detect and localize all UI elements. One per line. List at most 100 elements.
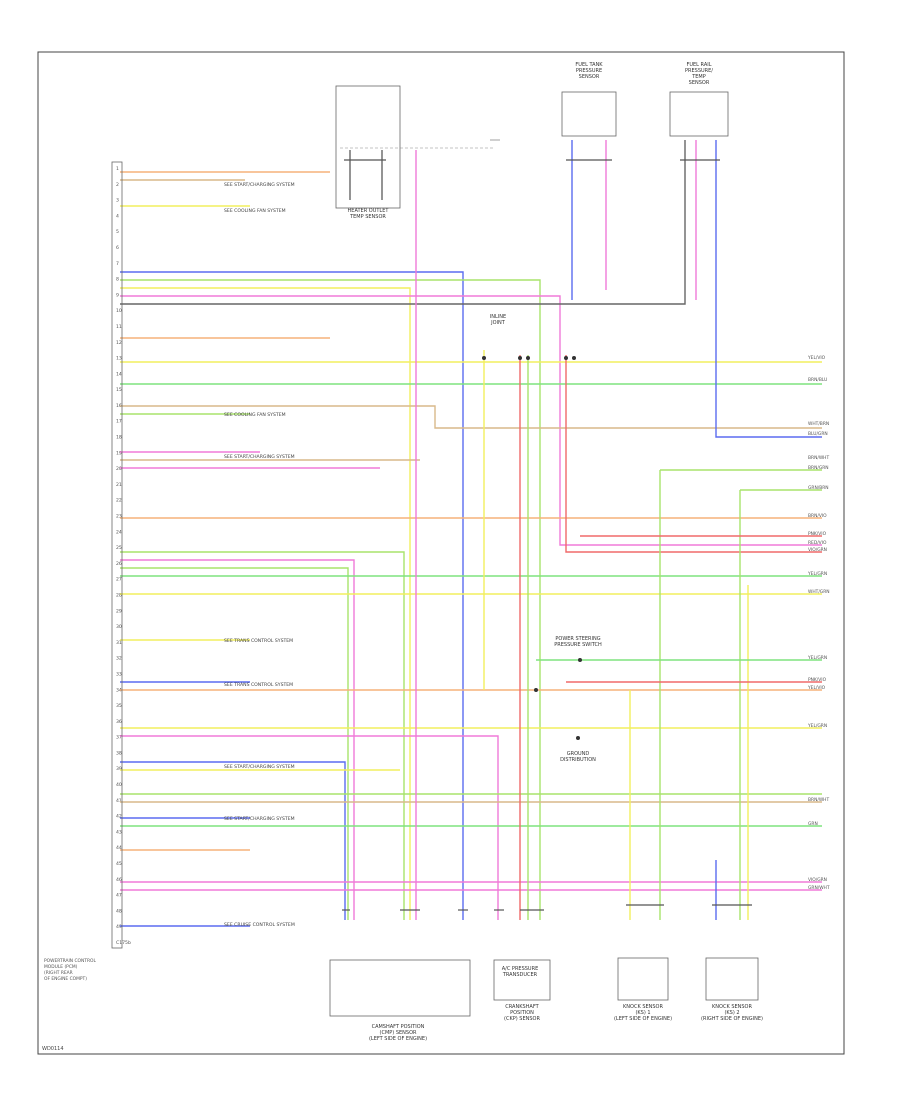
right-signal-label: BRN/WHT xyxy=(808,797,829,803)
pcm-pin-11: 11 xyxy=(116,324,122,330)
footer-code: WD0114 xyxy=(42,1046,64,1052)
component-label-ac-sensor: A/C PRESSURE xyxy=(502,966,538,972)
right-signal-label: YEL/VIO xyxy=(807,685,826,691)
connector-ticks xyxy=(342,159,752,911)
component-label-ground: DISTRIBUTION xyxy=(560,757,596,763)
component-label-fuel-rail: SENSOR xyxy=(689,80,710,86)
pcm-pin-20: 20 xyxy=(116,466,122,472)
cross-reference-note: SEE START/CHARGING SYSTEM xyxy=(224,182,295,188)
pcm-pin-32: 32 xyxy=(116,656,122,662)
component-label-fuel-tank: SENSOR xyxy=(579,74,600,80)
component-label-bottom-4: (KS) 2 xyxy=(724,1010,739,1016)
ac-transducer-box xyxy=(493,959,551,1001)
pcm-module-label-line: (RIGHT REAR xyxy=(44,970,73,976)
component-label-bottom-4: KNOCK SENSOR xyxy=(712,1004,752,1010)
right-signal-label: VIO/GRN xyxy=(808,877,827,883)
component-label-fuel-tank: PRESSURE xyxy=(576,68,602,74)
component-label-ac-sensor: TRANSDUCER xyxy=(502,972,538,978)
right-signal-label: YEL/GRN xyxy=(807,655,827,661)
wire-pink-5 xyxy=(120,735,499,920)
pcm-pin-19: 19 xyxy=(116,450,122,456)
component-label-bottom-4: (RIGHT SIDE OF ENGINE) xyxy=(701,1016,763,1022)
wire-yellow-2 xyxy=(120,287,411,920)
right-signal-label: VIO/GRN xyxy=(808,547,827,553)
pcm-pin-18: 18 xyxy=(116,435,122,441)
pcm-pin-46: 46 xyxy=(116,877,122,883)
pcm-module-label-line: MODULE (PCM) xyxy=(44,964,78,970)
cross-reference-note: SEE COOLING FAN SYSTEM xyxy=(224,208,286,214)
component-label-fuel-rail: FUEL RAIL xyxy=(686,62,711,68)
pcm-pin-24: 24 xyxy=(116,529,122,535)
right-signal-label: BRN/BLU xyxy=(808,377,827,383)
pcm-pin-6: 6 xyxy=(116,245,119,251)
pcm-pin-14: 14 xyxy=(116,371,122,377)
pcm-pin-49: 49 xyxy=(116,924,122,930)
right-signal-label: PNK/VIO xyxy=(808,531,827,537)
pcm-pin-35: 35 xyxy=(116,703,122,709)
right-signal-label: GRN/BRN xyxy=(808,485,829,491)
pcm-pin-22: 22 xyxy=(116,498,122,504)
right-signal-label: BRN/WHT xyxy=(808,455,829,461)
pcm-pin-45: 45 xyxy=(116,861,122,867)
knock-sensor-1-box xyxy=(617,957,669,1001)
pcm-pin-25: 25 xyxy=(116,545,122,551)
cross-reference-note: SEE CRUISE CONTROL SYSTEM xyxy=(224,922,295,928)
pcm-pin-15: 15 xyxy=(116,387,122,393)
pcm-pin-42: 42 xyxy=(116,814,122,820)
pcm-pin-16: 16 xyxy=(116,403,122,409)
right-signal-label: GRN xyxy=(808,821,818,827)
component-label-steering: PRESSURE SWITCH xyxy=(554,642,602,648)
pcm-module-label-line: OF ENGINE COMPT) xyxy=(44,976,87,982)
pcm-pin-13: 13 xyxy=(116,356,122,362)
fuel-rail-sensor-box xyxy=(669,91,729,137)
pcm-pin-31: 31 xyxy=(116,640,122,646)
wire-gray-1 xyxy=(120,140,686,305)
pcm-pin-33: 33 xyxy=(116,671,122,677)
pcm-pin-27: 27 xyxy=(116,577,122,583)
pcm-pin-29: 29 xyxy=(116,608,122,614)
pcm-pin-39: 39 xyxy=(116,766,122,772)
wire-tan-2 xyxy=(120,405,822,429)
pcm-pin-36: 36 xyxy=(116,719,122,725)
right-signal-label: YEL/GRN xyxy=(807,571,827,577)
wire-group xyxy=(120,140,822,927)
pcm-pin-41: 41 xyxy=(116,798,122,804)
right-signal-label: YEL/VIO xyxy=(807,355,826,361)
pcm-pin-38: 38 xyxy=(116,750,122,756)
pcm-module-box xyxy=(111,161,123,949)
pcm-pin-43: 43 xyxy=(116,829,122,835)
component-label-heater-outlet: TEMP SENSOR xyxy=(349,214,386,220)
component-label-bottom-3: KNOCK SENSOR xyxy=(623,1004,663,1010)
pcm-pin-23: 23 xyxy=(116,514,122,520)
component-label-steering: POWER STEERING xyxy=(555,636,600,642)
cross-reference-note: SEE COOLING FAN SYSTEM xyxy=(224,412,286,418)
component-label-bottom-1: CAMSHAFT POSITION xyxy=(372,1024,425,1030)
page-border xyxy=(37,51,845,1055)
cross-reference-note: SEE START/CHARGING SYSTEM xyxy=(224,816,295,822)
pcm-pin-12: 12 xyxy=(116,340,122,346)
wire-blue-1 xyxy=(120,271,464,920)
pcm-module-label-line: POWERTRAIN CONTROL xyxy=(44,958,96,964)
wire-blue-3 xyxy=(120,761,346,920)
pcm-pin-44: 44 xyxy=(116,845,122,851)
right-signal-label: BRN/GRN xyxy=(808,465,829,471)
component-label-bottom-2: (CKP) SENSOR xyxy=(504,1016,540,1022)
pcm-pin-21: 21 xyxy=(116,482,122,488)
pcm-pin-3: 3 xyxy=(116,198,119,204)
components xyxy=(111,85,759,1017)
pcm-pin-C175b: C175b xyxy=(116,940,131,946)
cross-reference-note: SEE TRANS CONTROL SYSTEM xyxy=(224,682,293,688)
pcm-pin-5: 5 xyxy=(116,229,119,235)
cross-reference-note: SEE START/CHARGING SYSTEM xyxy=(224,764,295,770)
component-label-heater-outlet: HEATER OUTLET xyxy=(348,208,390,214)
component-label-bottom-2: POSITION xyxy=(510,1010,534,1016)
component-label-bottom-1: (CMP) SENSOR xyxy=(380,1030,417,1036)
pcm-pin-10: 10 xyxy=(116,308,122,314)
fuel-tank-sensor-box xyxy=(561,91,617,137)
pcm-pin-37: 37 xyxy=(116,735,122,741)
right-signal-label: PNK/VIO xyxy=(808,677,827,683)
wire-pink-4 xyxy=(120,559,355,920)
component-label-bottom-2: CRANKSHAFT xyxy=(505,1004,539,1010)
